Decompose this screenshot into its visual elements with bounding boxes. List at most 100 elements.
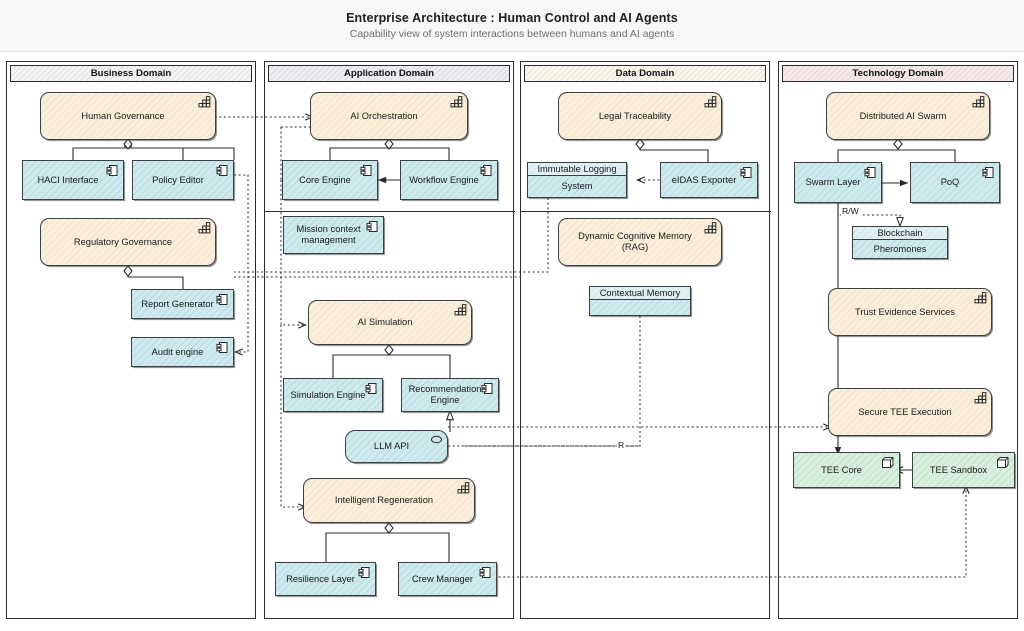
element-label: Intelligent Regeneration [334,495,434,505]
element-label: AI Orchestration [350,110,418,121]
element-core-engine[interactable]: Core Engine [282,160,378,200]
element-legal-traceability[interactable]: Legal Traceability [558,92,722,140]
domain-divider-application [265,211,515,212]
component-icon [479,566,492,579]
edge-label-rw: R/W [841,206,860,216]
element-recommendation-engine[interactable]: Recommendation Engine [401,378,499,412]
component-icon [481,382,494,395]
element-label: Report Generator [141,298,214,309]
element-distributed-ai-swarm[interactable]: Distributed AI Swarm [826,92,990,140]
component-icon [864,166,877,179]
capability-icon [198,96,211,109]
domain-data: Data Domain [520,61,771,619]
domain-header-business: Business Domain [10,65,252,82]
domain-divider-data [521,211,771,212]
element-blockchain-pheromones[interactable]: Blockchain Pheromones [852,226,948,259]
element-label: Audit engine [151,346,204,357]
element-policy-editor[interactable]: Policy Editor [132,160,234,200]
node-icon [996,456,1010,469]
page-title: Enterprise Architecture : Human Control … [346,10,678,25]
capability-icon [198,222,211,235]
edge-label-r: R [617,440,626,450]
component-icon [365,382,378,395]
element-label: HACI Interface [37,174,99,185]
diagram-header: Enterprise Architecture : Human Control … [0,0,1024,52]
element-label: Crew Manager [412,573,473,584]
component-icon [358,566,371,579]
element-label: Trust Evidence Services [855,306,955,317]
element-human-governance[interactable]: Human Governance [40,92,216,140]
domain-technology: Technology Domain [778,61,1018,619]
element-dynamic-cognitive-memory[interactable]: Dynamic Cognitive Memory (RAG) [558,218,722,266]
component-icon [480,164,493,177]
element-intelligent-regeneration[interactable]: Intelligent Regeneration [303,478,475,523]
element-label: Human Governance [81,110,165,121]
element-audit-engine[interactable]: Audit engine [131,337,234,367]
element-ai-simulation[interactable]: AI Simulation [308,300,472,345]
domain-header-technology: Technology Domain [782,65,1014,82]
element-poq[interactable]: PoQ [910,162,1000,203]
element-label: Mission context management [296,224,361,245]
dataobject-header: Immutable Logging [528,163,626,176]
element-llm-api[interactable]: LLM API [345,430,448,463]
element-haci-interface[interactable]: HACI Interface [22,160,124,200]
element-crew-manager[interactable]: Crew Manager [398,562,497,596]
component-icon [216,293,229,306]
component-icon [740,166,753,179]
element-label: Core Engine [299,174,351,185]
capability-icon [457,482,470,495]
element-label: PoQ [940,177,960,187]
element-label: Swarm Layer [805,177,861,187]
domain-header-data: Data Domain [524,65,766,82]
node-icon [881,456,895,469]
capability-icon [974,392,987,405]
element-label: Workflow Engine [409,174,479,185]
element-eidas-exporter[interactable]: eIDAS Exporter [660,162,758,198]
element-swarm-layer[interactable]: Swarm Layer [794,162,882,203]
dataobject-header: Blockchain [853,227,947,240]
element-label: Dynamic Cognitive Memory (RAG) [578,231,692,252]
element-label: AI Simulation [357,317,413,327]
element-regulatory-governance[interactable]: Regulatory Governance [40,218,216,266]
element-secure-tee-execution[interactable]: Secure TEE Execution [828,388,992,436]
element-label: Resilience Layer [286,573,355,584]
element-label: Pheromones [873,243,927,254]
element-workflow-engine[interactable]: Workflow Engine [400,160,498,200]
element-label: Distributed AI Swarm [859,110,947,121]
capability-icon [974,292,987,305]
component-icon [106,164,119,177]
component-icon [360,164,373,177]
cloud-icon [430,434,443,445]
element-label: eIDAS Exporter [671,174,737,185]
element-tee-core[interactable]: TEE Core [793,452,900,488]
domain-header-application: Application Domain [268,65,510,82]
element-mission-context-management[interactable]: Mission context management [283,216,384,254]
element-label: Recommendation Engine [408,384,482,405]
component-icon [982,166,995,179]
dataobject-header: Contextual Memory [590,287,690,300]
element-trust-evidence-services[interactable]: Trust Evidence Services [828,288,992,336]
element-simulation-engine[interactable]: Simulation Engine [283,378,383,412]
capability-icon [454,304,467,317]
capability-icon [704,96,717,109]
component-icon [216,341,229,354]
element-label: TEE Sandbox [929,464,988,475]
element-contextual-memory[interactable]: Contextual Memory [589,286,691,316]
element-tee-sandbox[interactable]: TEE Sandbox [912,452,1015,488]
element-ai-orchestration[interactable]: AI Orchestration [310,92,468,140]
element-label: Simulation Engine [290,389,366,400]
element-label: Secure TEE Execution [858,406,952,417]
element-report-generator[interactable]: Report Generator [131,289,234,319]
capability-icon [704,222,717,235]
element-label: LLM API [373,441,410,451]
element-label [590,300,690,315]
element-resilience-layer[interactable]: Resilience Layer [275,562,376,596]
page-subtitle: Capability view of system interactions b… [349,27,675,40]
element-label: Regulatory Governance [73,236,173,247]
component-icon [366,220,379,233]
capability-icon [450,96,463,109]
component-icon [216,164,229,177]
element-label: Policy Editor [152,174,204,185]
element-immutable-logging-system[interactable]: Immutable Logging System [527,162,627,198]
